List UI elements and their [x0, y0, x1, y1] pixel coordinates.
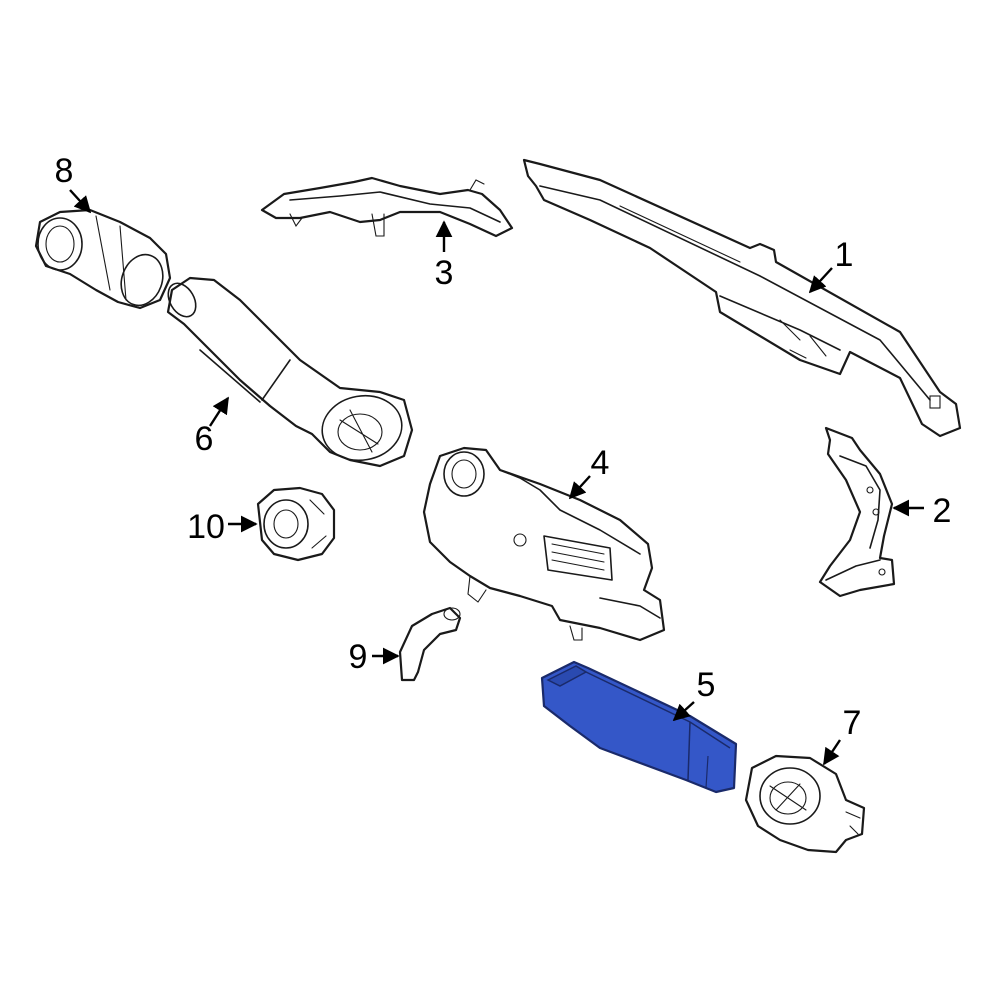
callout-number-3: 3 [435, 254, 454, 292]
callout-arrow-5 [672, 701, 695, 722]
callout-number-8: 8 [55, 152, 74, 190]
callout-number-2: 2 [933, 492, 952, 530]
callout-numbers: 1 2 3 4 5 6 7 8 9 10 [55, 152, 952, 742]
part-7-round-vent[interactable] [744, 754, 866, 854]
callout-arrows [69, 189, 924, 766]
callout-number-4: 4 [591, 444, 610, 482]
callout-number-5: 5 [697, 666, 716, 704]
part-5-highlighted-duct[interactable] [540, 660, 738, 794]
part-1-main-duct[interactable] [522, 158, 962, 438]
callout-arrow-6 [208, 396, 230, 427]
callout-number-7: 7 [843, 704, 862, 742]
part-10-round-fitting[interactable] [256, 486, 336, 562]
part-6-hose[interactable] [163, 276, 414, 468]
part-4-center-housing[interactable] [422, 446, 666, 642]
callout-arrow-4 [568, 475, 591, 500]
part-3-upper-duct[interactable] [260, 176, 514, 238]
callout-number-1: 1 [835, 236, 854, 274]
callout-arrow-8 [69, 189, 92, 214]
callout-number-9: 9 [349, 638, 368, 676]
callout-number-6: 6 [195, 420, 214, 458]
part-2-vent-duct[interactable] [818, 426, 896, 598]
callout-arrow-1 [808, 267, 833, 294]
callout-arrow-7 [823, 739, 841, 766]
part-8-elbow-connector[interactable] [34, 208, 172, 311]
part-9-small-hose[interactable] [398, 606, 462, 682]
callout-number-10: 10 [187, 508, 225, 546]
